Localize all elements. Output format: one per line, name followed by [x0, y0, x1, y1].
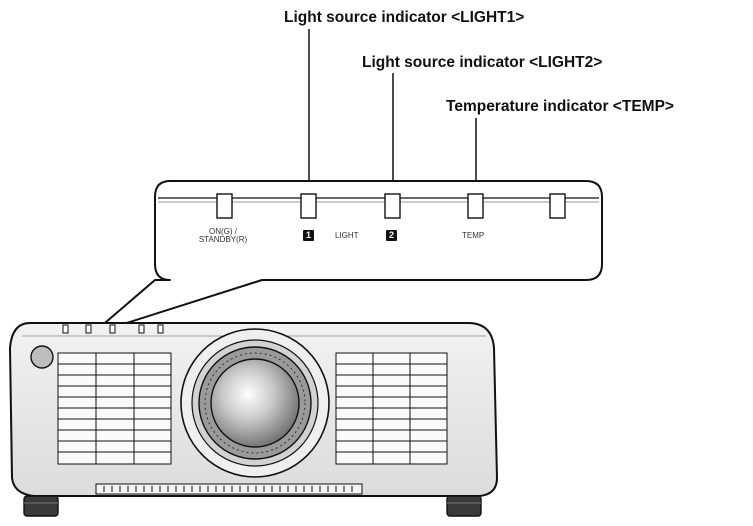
left-vent-grille: [57, 352, 172, 465]
projection-lens: [210, 358, 300, 448]
body-indicator-3: [109, 324, 116, 334]
light-label: LIGHT: [335, 231, 359, 240]
light1-callout-label: Light source indicator <LIGHT1>: [284, 9, 525, 26]
body-indicator-1: [62, 324, 69, 334]
projector-body: [8, 322, 499, 517]
on-standby-line2: STANDBY(R): [198, 235, 248, 245]
temp-callout-label: Temperature indicator <TEMP>: [446, 98, 674, 115]
on-standby-indicator: [216, 193, 233, 219]
right-vent-grille: [335, 352, 448, 465]
light1-indicator: [300, 193, 317, 219]
body-indicator-2: [85, 324, 92, 334]
on-standby-label: ON(G) / STANDBY(R): [188, 227, 258, 245]
remote-sensor-icon: [30, 345, 54, 369]
lens-focus-ring-inner: [204, 352, 306, 454]
light2-callout-label: Light source indicator <LIGHT2>: [362, 54, 603, 71]
bottom-vent-slots: [103, 486, 353, 492]
light2-number-badge: 2: [386, 230, 397, 241]
left-foot: [23, 495, 59, 517]
temp-label: TEMP: [462, 231, 485, 240]
filter-indicator: [549, 193, 566, 219]
body-indicator-5: [157, 324, 164, 334]
light2-indicator: [384, 193, 401, 219]
bottom-vent-strip: [95, 483, 363, 495]
right-foot: [446, 495, 482, 517]
body-indicator-4: [138, 324, 145, 334]
on-standby-line1: ON(G) /: [209, 227, 237, 236]
light1-number-badge: 1: [303, 230, 314, 241]
indicator-panel-callout: [91, 180, 603, 335]
temp-indicator: [467, 193, 484, 219]
